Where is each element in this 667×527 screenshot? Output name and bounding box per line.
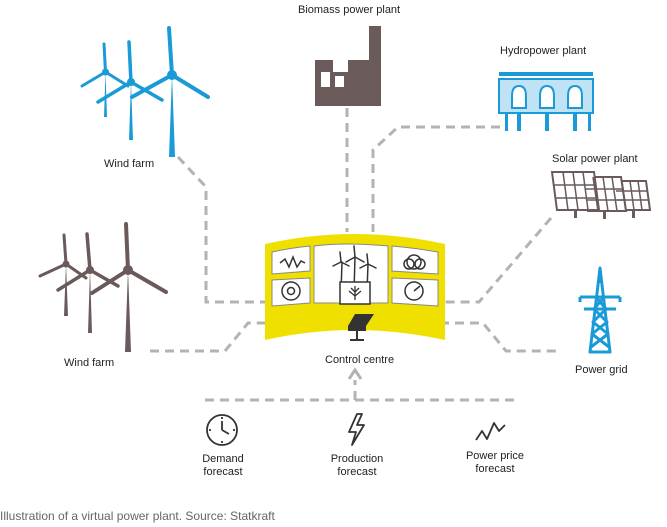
label-biomass: Biomass power plant	[298, 4, 400, 17]
transmission-tower-icon	[580, 268, 620, 352]
lightning-icon	[349, 414, 364, 445]
wind-turbine-icon	[82, 28, 208, 157]
connector-wind-bottom	[150, 323, 265, 351]
connector-wind-top	[178, 157, 265, 302]
control-desk-icon	[265, 234, 445, 340]
factory-icon	[315, 26, 381, 106]
label-demand-line1: Demand	[198, 453, 248, 466]
label-wind-bottom: Wind farm	[64, 357, 114, 370]
solar-panel-icon	[552, 172, 650, 219]
label-wind-top: Wind farm	[104, 158, 154, 171]
wind-turbine-icon	[40, 224, 166, 352]
label-solar: Solar power plant	[552, 153, 638, 166]
label-price-line1: Power price	[460, 450, 530, 463]
label-price-line2: forecast	[460, 463, 530, 476]
hydro-dam-icon	[499, 72, 593, 131]
label-price: Power price forecast	[460, 450, 530, 476]
label-hydro: Hydropower plant	[500, 45, 586, 58]
label-demand: Demand forecast	[198, 453, 248, 479]
connector-solar	[440, 218, 551, 302]
connector-forecasts	[205, 380, 517, 400]
price-line-icon	[476, 423, 505, 440]
label-grid: Power grid	[575, 364, 628, 377]
connector-hydro	[373, 127, 500, 232]
label-production-line1: Production	[325, 453, 389, 466]
label-demand-line2: forecast	[198, 466, 248, 479]
connector-arrowhead	[349, 370, 361, 379]
label-production: Production forecast	[325, 453, 389, 479]
clock-icon	[207, 415, 237, 445]
connector-grid	[440, 323, 560, 351]
label-production-line2: forecast	[325, 466, 389, 479]
figure-caption: Illustration of a virtual power plant. S…	[0, 509, 275, 523]
label-control: Control centre	[325, 354, 394, 367]
